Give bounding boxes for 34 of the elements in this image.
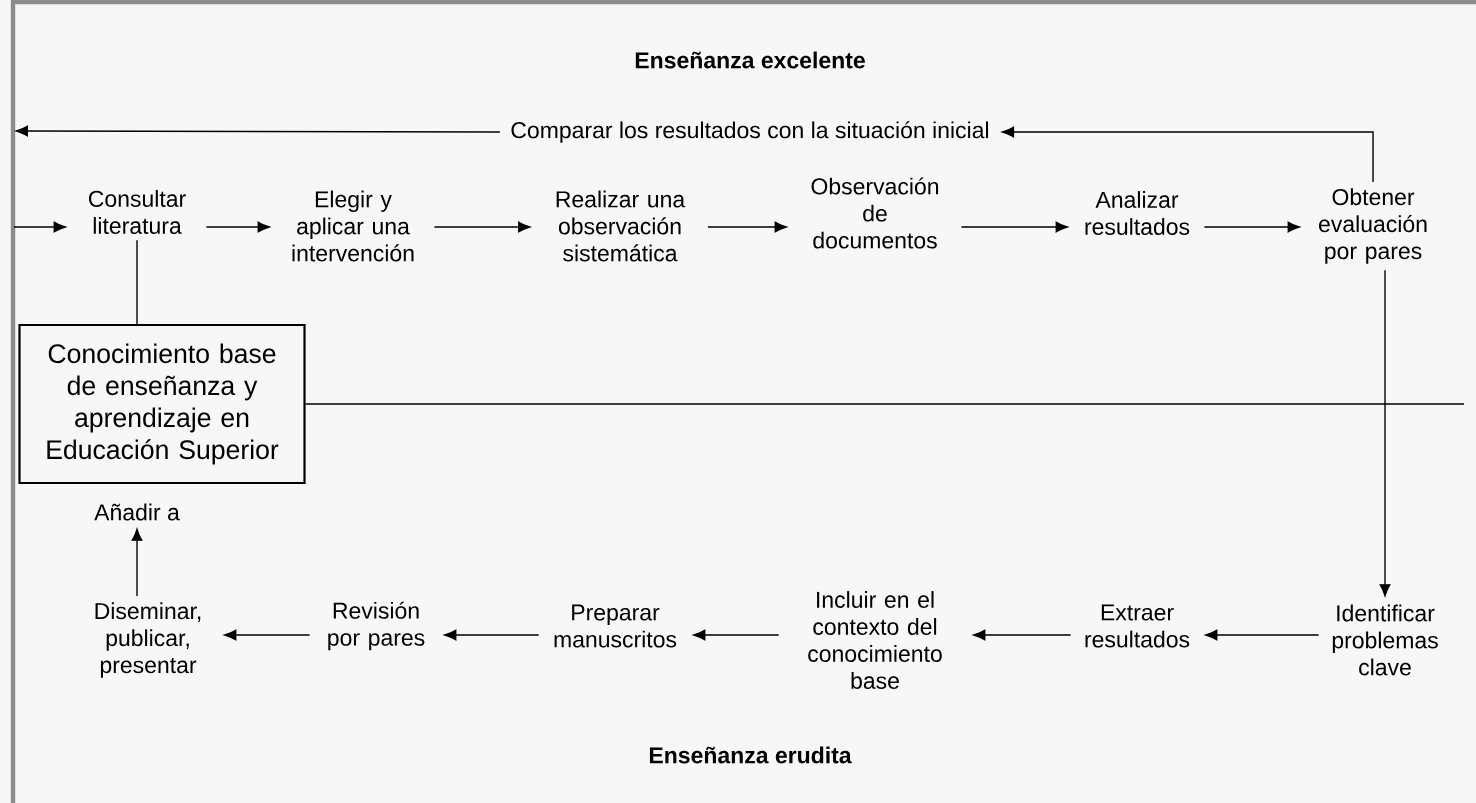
step-label: Identificar problemas clave	[1332, 604, 1438, 676]
step-label: Preparar manuscritos	[554, 604, 677, 648]
step-label: Realizar una observación sistemática	[556, 190, 686, 262]
step-label: Comparar los resultados con la situación inicial	[511, 121, 989, 143]
arrow	[1203, 221, 1300, 233]
arrow	[131, 528, 143, 597]
step-label: Revisión por pares	[328, 601, 425, 651]
arrow	[1205, 629, 1320, 641]
step-label: Extraer resultados	[1085, 604, 1190, 648]
arrow	[973, 629, 1072, 641]
step-label: Obtener evaluación por pares	[1319, 188, 1427, 264]
connector-line	[136, 239, 138, 325]
arrow	[433, 221, 531, 233]
arrow	[693, 629, 780, 641]
section-heading: Enseñanza erudita	[649, 746, 852, 764]
arrow	[1379, 269, 1391, 597]
step-label: Elegir y aplicar una intervención	[292, 190, 414, 262]
arrow	[1001, 126, 1374, 183]
arrow	[224, 629, 311, 641]
arrow	[707, 221, 787, 233]
arrow	[205, 221, 270, 233]
arrow	[13, 221, 66, 233]
step-label: Incluir en el contexto del conocimiento base	[808, 591, 942, 689]
arrow	[444, 629, 540, 641]
step-label: Diseminar, publicar, presentar	[95, 602, 201, 678]
step-label: Observación de documentos	[811, 177, 939, 249]
step-label: Analizar resultados	[1085, 191, 1190, 235]
section-heading: Enseñanza excelente	[635, 51, 865, 69]
step-label: Añadir a	[94, 503, 180, 521]
arrow	[15, 125, 501, 137]
connector-line	[304, 403, 1465, 405]
process-box: Conocimiento base de enseñanza y aprendizaje en Educación Superior	[18, 323, 306, 485]
step-label: Consultar literatura	[88, 190, 186, 234]
arrow	[960, 221, 1068, 233]
